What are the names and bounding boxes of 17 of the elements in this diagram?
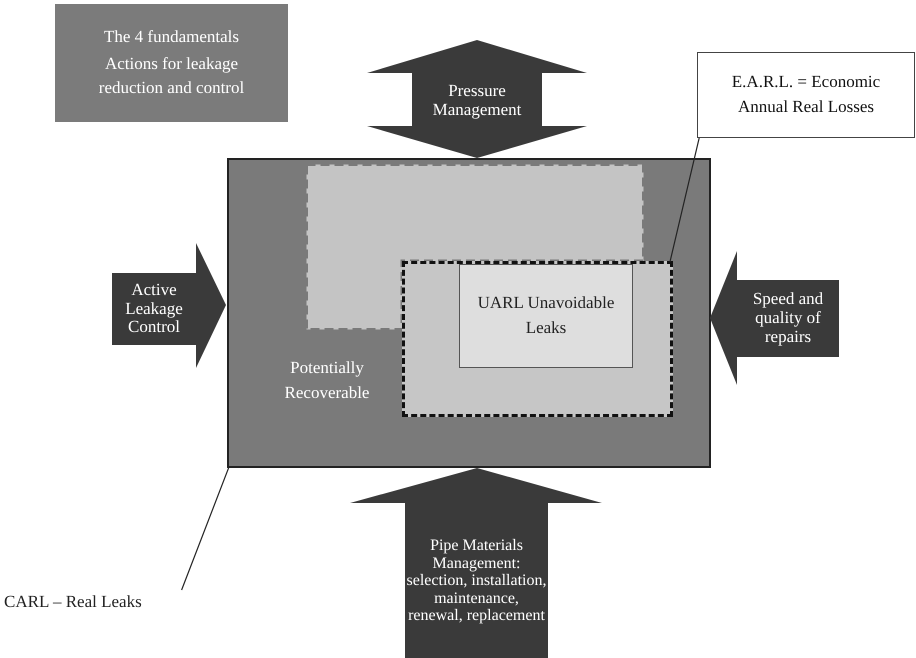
callout-text: CARL – Real Leaks bbox=[4, 591, 142, 613]
loss-area-box bbox=[227, 158, 711, 468]
note-box bbox=[697, 52, 915, 138]
heading-panel bbox=[55, 4, 288, 122]
arrow-label: Pipe Materials Management: selection, installation, maintenance, renewal, replacement bbox=[406, 537, 548, 625]
arrow-label: Speed and quality of repairs bbox=[752, 290, 824, 347]
arrow-label: Active Leakage Control bbox=[124, 280, 184, 338]
leader-line bbox=[181, 466, 230, 590]
leader-line bbox=[669, 138, 700, 262]
panel-heading: The 4 fundamentals bbox=[104, 26, 239, 48]
arrow-label: Pressure Management bbox=[432, 82, 522, 120]
box-label: Actions for leakage reduction and control bbox=[98, 52, 246, 100]
dashed-region bbox=[402, 261, 673, 417]
box-label: Potentially Recoverable bbox=[284, 357, 370, 404]
inner-box bbox=[459, 264, 633, 368]
box-label: E.A.R.L. = Economic Annual Real Losses bbox=[730, 71, 882, 118]
box-label: UARL Unavoidable Leaks bbox=[476, 292, 616, 339]
